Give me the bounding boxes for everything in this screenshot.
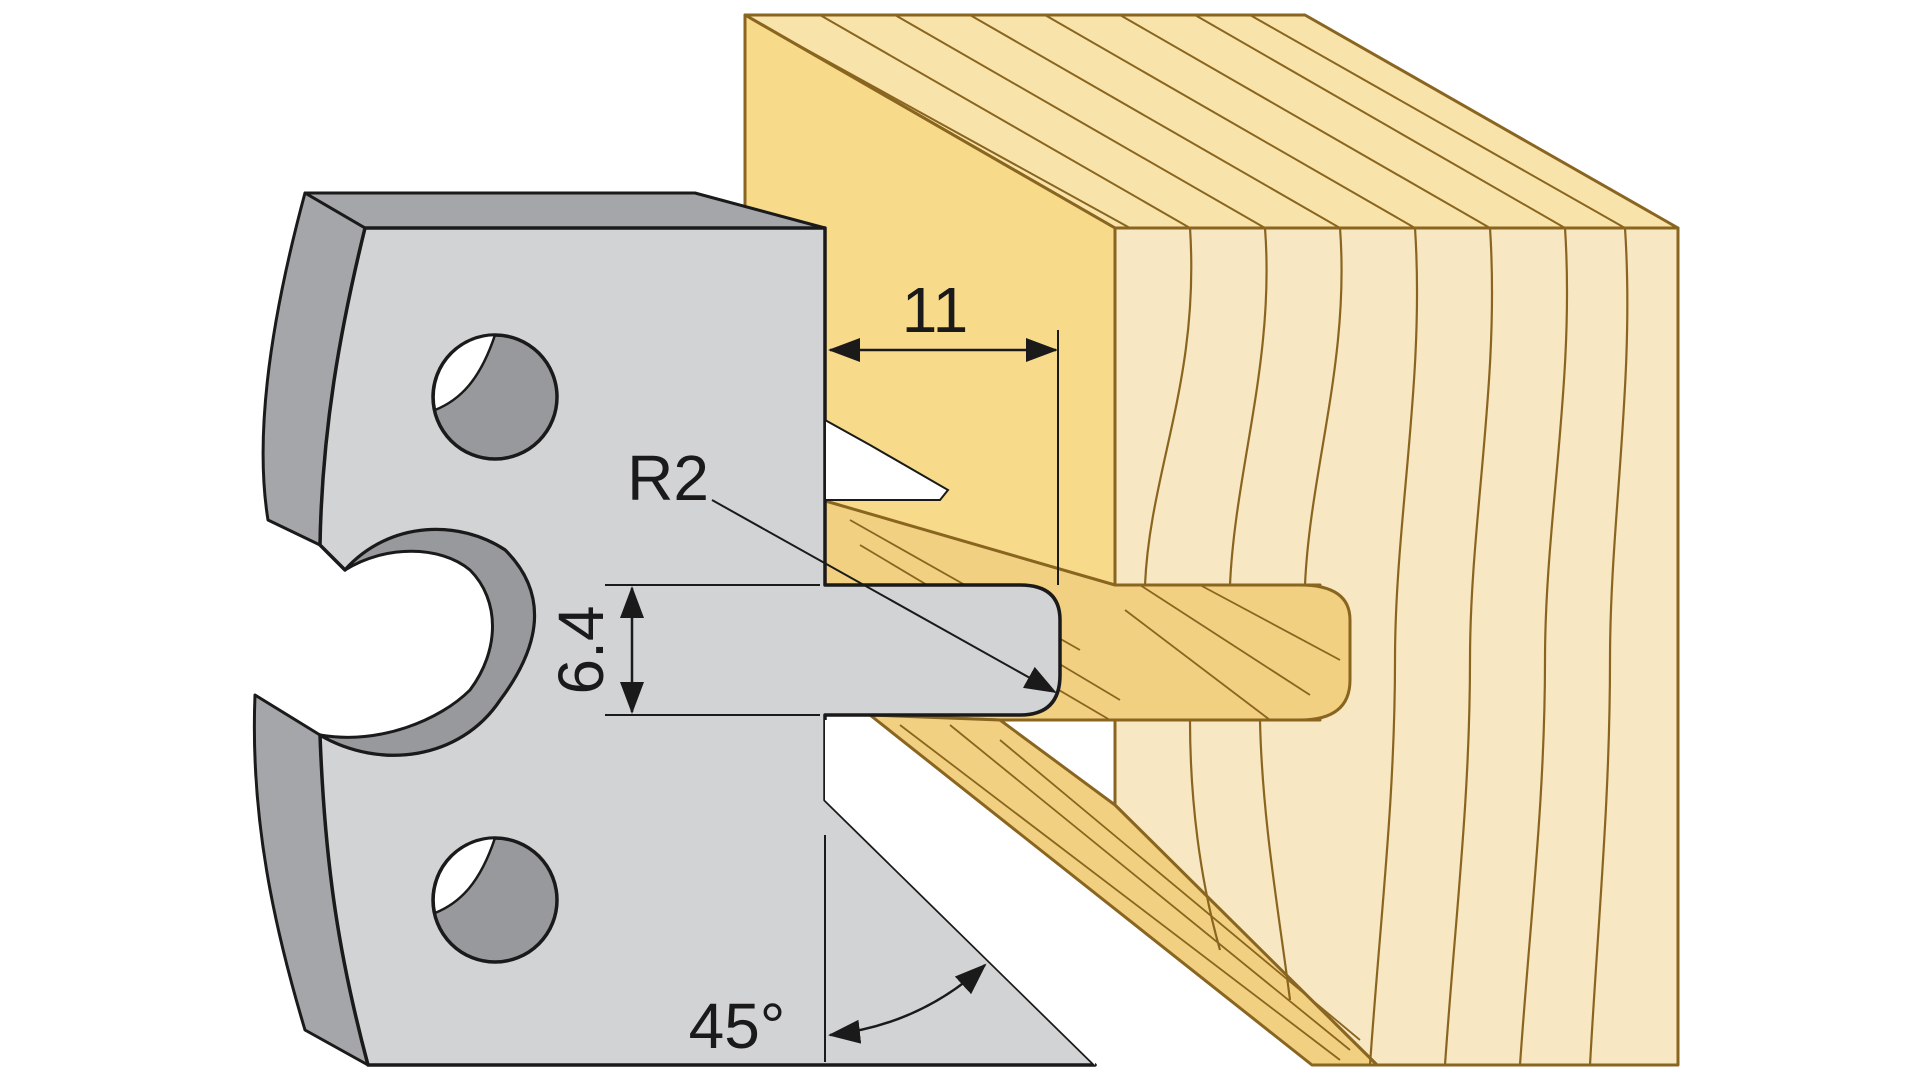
radius-label: R2 — [627, 442, 709, 514]
dimension-radius: R2 — [627, 442, 1057, 693]
profile-knife — [252, 191, 1100, 1067]
dimension-height: 6.4 — [545, 584, 820, 716]
width-label: 11 — [902, 274, 968, 346]
dimension-angle: 45° — [689, 835, 987, 1062]
knife-center-notch — [318, 528, 536, 757]
wood-workpiece — [743, 13, 1680, 1067]
dimension-width: 11 — [828, 274, 1059, 585]
knife-wood-gap-lower — [825, 720, 1100, 1065]
height-label: 6.4 — [545, 606, 617, 695]
wood-grain-top — [779, 14, 1626, 229]
angle-arc — [828, 963, 987, 1044]
knife-wood-gap-upper — [824, 418, 950, 501]
wood-grain-end — [1143, 227, 1629, 1066]
angle-label: 45° — [689, 990, 786, 1062]
mounting-hole-lower — [431, 836, 559, 964]
wood-bevel-face — [868, 713, 1379, 1067]
mounting-hole-upper — [431, 333, 559, 461]
radius-leader — [711, 499, 1057, 693]
